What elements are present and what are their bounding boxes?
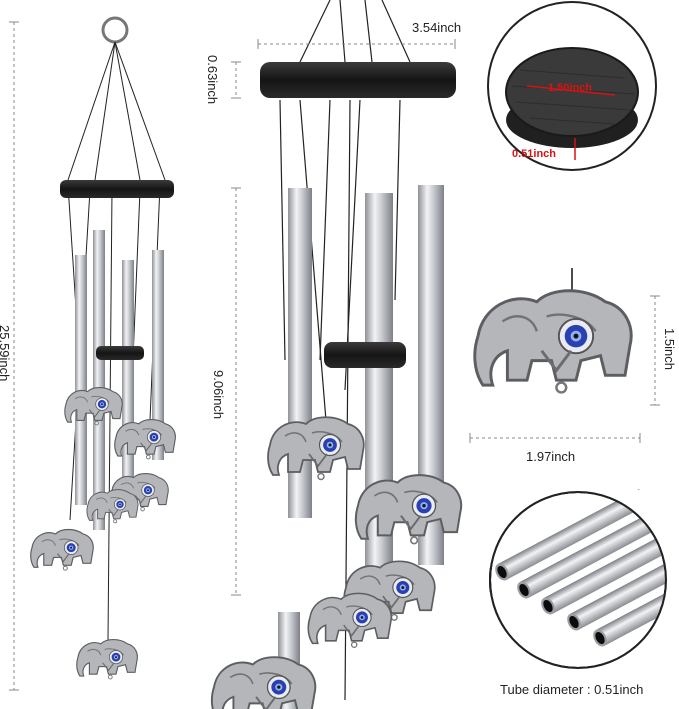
elephant-charm	[307, 592, 393, 649]
elephant-charm	[76, 638, 138, 680]
full-chime-view	[30, 16, 176, 680]
hanging-ring	[101, 16, 129, 44]
wood-top	[260, 62, 456, 98]
top-width-label: 3.54inch	[412, 20, 462, 35]
tube	[122, 260, 134, 500]
total-length-label: 25.59inch	[0, 325, 12, 382]
tube-diameter-caption: Tube diameter : 0.51inch	[500, 682, 644, 697]
striker	[324, 342, 406, 368]
elephant-height-label: 1.5inch	[662, 328, 677, 370]
wood-diameter-label: 1.50inch	[548, 82, 593, 94]
ring-height-label: 0.63inch	[205, 55, 220, 105]
striker	[96, 346, 144, 360]
tube	[75, 255, 87, 505]
tube	[365, 193, 393, 613]
wood-closeup	[487, 1, 657, 171]
tube-length-label: 9.06inch	[211, 370, 226, 420]
elephant-closeup	[473, 268, 633, 394]
tube	[152, 250, 164, 460]
elephant-charm	[210, 656, 317, 709]
close-up-chime-view	[210, 0, 463, 709]
wood-thickness-label: 0.51inch	[512, 148, 557, 160]
diameter-marker	[526, 85, 616, 96]
wood-top	[60, 180, 174, 198]
elephant-width-label: 1.97inch	[526, 449, 576, 464]
hanging-strings	[279, 0, 411, 701]
elephant-charm	[267, 416, 365, 481]
tube	[93, 230, 105, 530]
elephant-charm	[30, 528, 94, 571]
